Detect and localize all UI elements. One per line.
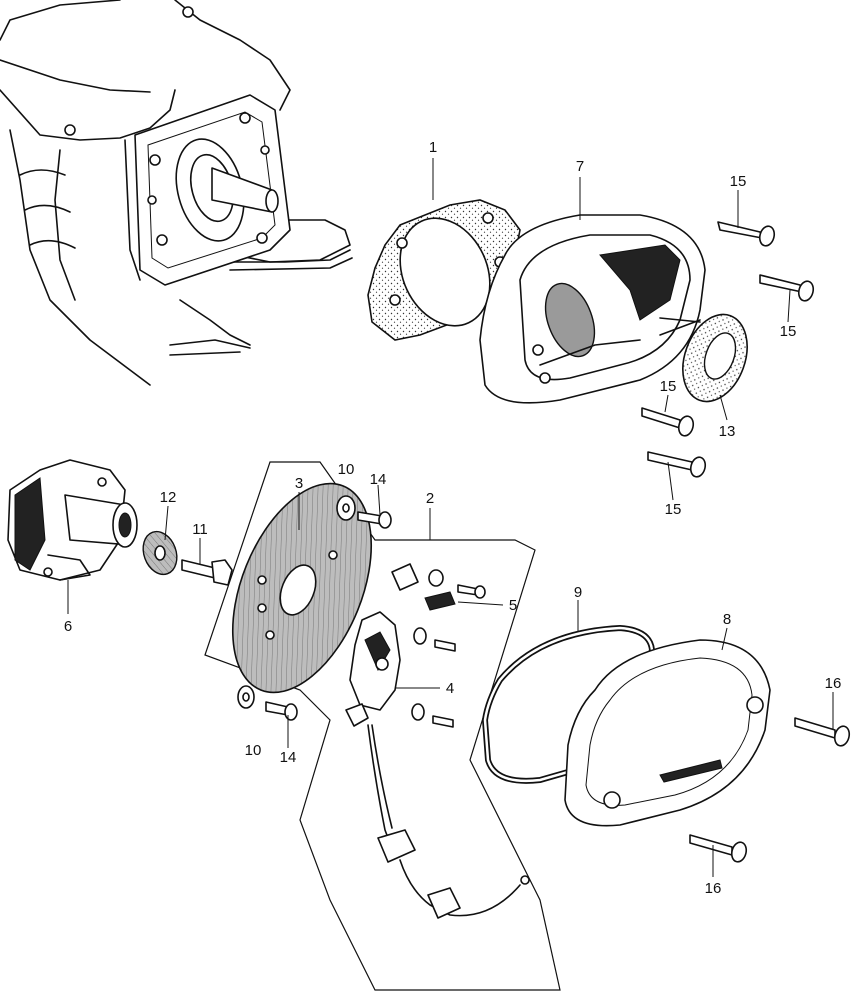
screw-part-14 [357,511,392,529]
engine-block [0,0,353,386]
callout-11: 11 [192,521,208,538]
callout-4: 4 [446,680,454,697]
washer-part-12 [142,530,178,576]
screw-part-15 [641,407,695,437]
callout-14: 14 [280,749,297,766]
leader-lines [67,158,834,877]
callout-1: 1 [429,139,437,156]
callout-8: 8 [723,611,731,628]
callout-15: 15 [780,323,797,340]
rotor-part-6 [7,459,138,581]
callout-7: 7 [576,158,584,175]
stator-housing-part-7 [479,214,706,404]
screw-part-15 [717,221,776,247]
callout-12: 12 [160,489,177,506]
callout-10: 10 [338,461,355,478]
screw-part-14 [265,701,298,721]
contact-points-part-4 [345,611,456,728]
washer-part-10 [237,685,255,709]
callout-16: 16 [825,675,842,692]
callout-3: 3 [295,475,303,492]
callout-14: 14 [370,471,387,488]
callout-13: 13 [719,423,736,440]
gasket-bore [399,217,491,327]
cover-part-8 [564,639,771,827]
gasket-hole [389,294,401,306]
callout-labels: 1 7 15 15 15 13 15 3 10 14 2 12 11 6 5 4… [64,139,842,897]
callout-10: 10 [245,742,262,759]
gasket-hole [396,237,408,249]
callout-15: 15 [665,501,682,518]
callout-15: 15 [660,378,677,395]
gasket-hole [482,212,494,224]
callout-6: 6 [64,618,72,635]
callout-9: 9 [574,584,582,601]
wiring-lead [367,724,530,919]
callout-16: 16 [705,880,722,897]
screw-part-16 [689,834,748,863]
bolt-part-11 [181,559,233,586]
screw-part-15 [759,274,815,302]
screw-part-15 [647,451,707,478]
washer-part-10 [336,495,356,521]
base-plate-part-3 [231,482,373,694]
callout-2: 2 [426,490,434,507]
callout-15: 15 [730,173,747,190]
screw-part-16 [794,717,851,747]
callout-5: 5 [509,597,517,614]
contact-breaker-part-5 [391,563,486,611]
oil-seal-part-13 [659,313,748,403]
